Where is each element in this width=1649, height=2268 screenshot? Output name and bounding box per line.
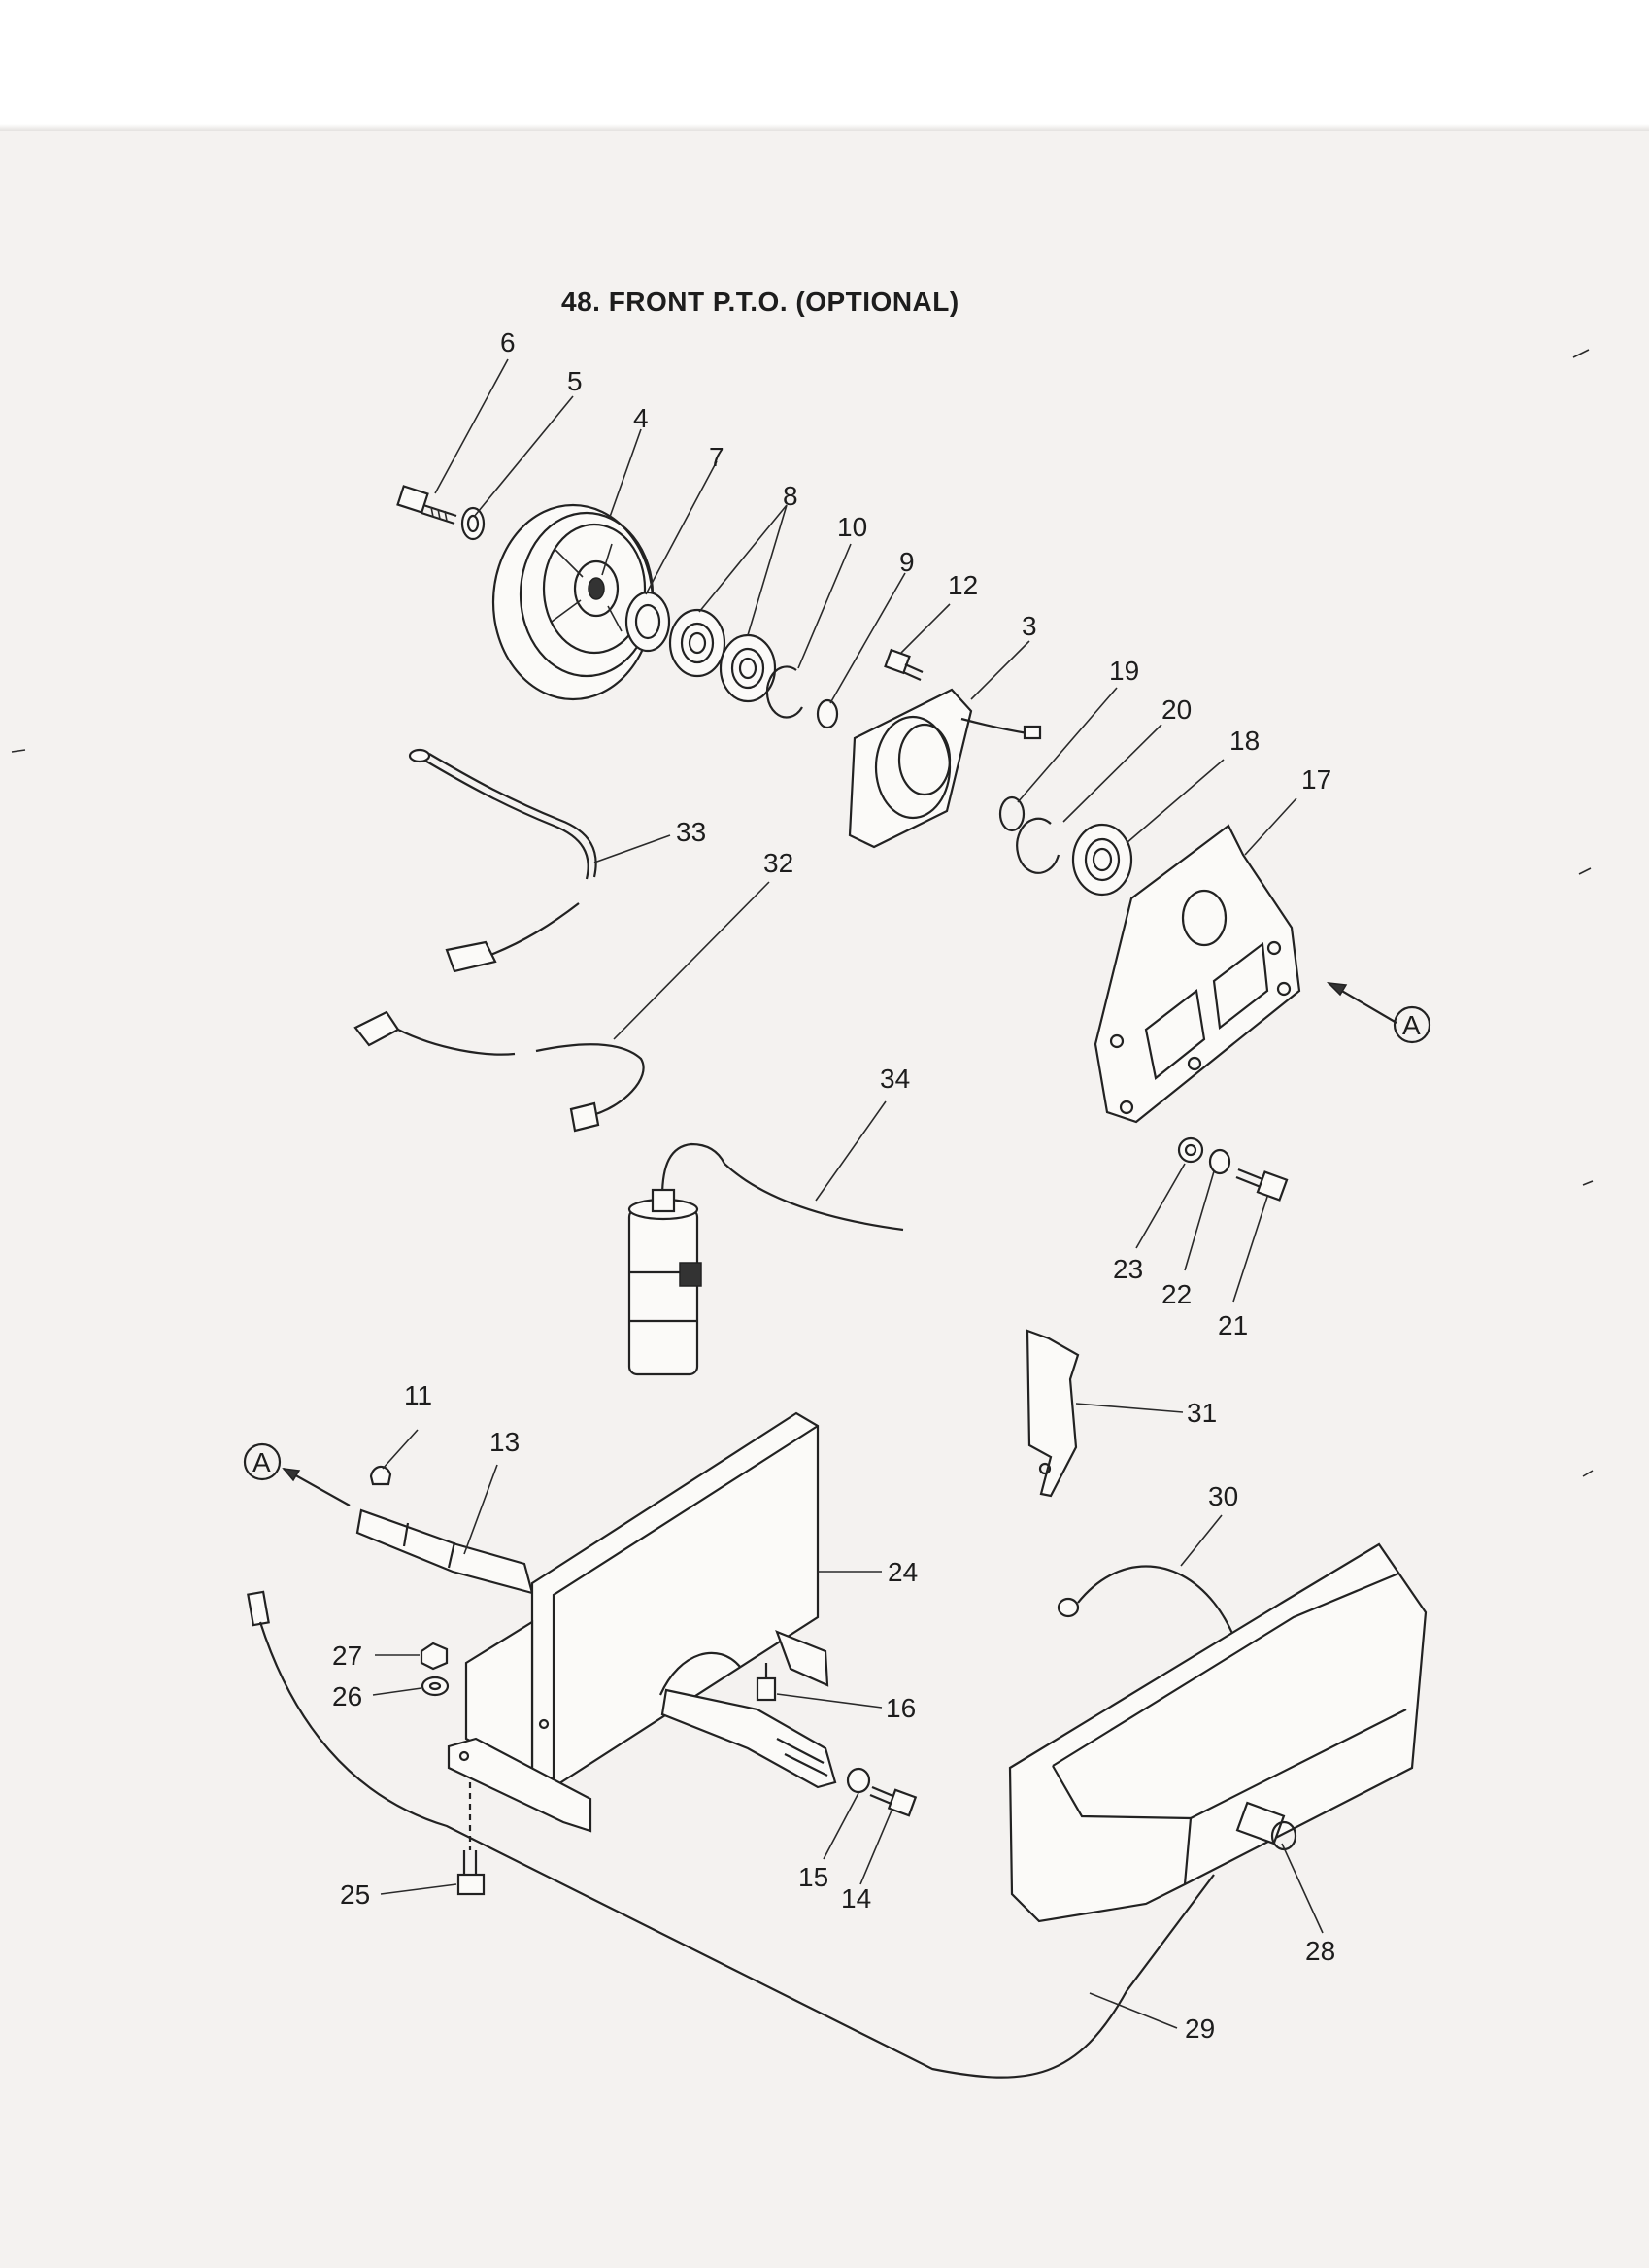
part-14-bolt	[869, 1785, 918, 1817]
part-34-solenoid	[627, 1142, 904, 1376]
callout-32: 32	[763, 848, 793, 878]
callout-labels: 6 5 4 7 8 10 9 12 3 19 20 18 17 33 32 34…	[332, 327, 1335, 2044]
callout-17: 17	[1301, 764, 1331, 795]
paper-sheet	[0, 131, 1649, 2268]
part-5-washer	[460, 506, 486, 541]
ref-arrow-a-left: A	[243, 1442, 351, 1506]
part-15-washer	[846, 1767, 871, 1794]
part-25-bolt	[456, 1782, 486, 1896]
part-7-seal	[624, 591, 671, 653]
part-29-wire	[247, 1590, 1215, 2079]
callout-22: 22	[1161, 1279, 1192, 1309]
callout-10: 10	[837, 512, 867, 542]
part-20-snap-ring	[1016, 817, 1060, 874]
callout-4: 4	[633, 403, 649, 433]
leader-lines	[372, 358, 1324, 2029]
callout-31: 31	[1187, 1398, 1217, 1428]
part-23-washer	[1177, 1136, 1204, 1164]
callout-3: 3	[1022, 611, 1037, 641]
callout-27: 27	[332, 1641, 362, 1671]
callout-13: 13	[489, 1427, 520, 1457]
ref-label-a-right: A	[1402, 1010, 1421, 1040]
callout-11: 11	[404, 1380, 432, 1410]
callout-5: 5	[567, 366, 583, 396]
callout-9: 9	[899, 547, 915, 577]
callout-8: 8	[783, 481, 798, 511]
callout-23: 23	[1113, 1254, 1143, 1284]
callout-18: 18	[1229, 726, 1260, 756]
callout-33: 33	[676, 817, 706, 847]
part-12-bolt	[884, 648, 924, 682]
part-32-cable	[353, 1010, 645, 1133]
part-10-snap-ring	[765, 665, 803, 719]
part-17-bracket	[1094, 824, 1301, 1124]
part-8-bearings	[668, 608, 777, 703]
callout-6: 6	[500, 327, 516, 357]
callout-20: 20	[1161, 694, 1192, 725]
callout-34: 34	[880, 1064, 910, 1094]
scan-marks	[11, 349, 1594, 1477]
part-4-pulley	[491, 503, 655, 701]
paper-edge	[0, 124, 1649, 134]
part-6-bolt	[396, 485, 457, 525]
part-22-lock-washer	[1208, 1148, 1231, 1175]
callout-25: 25	[340, 1879, 370, 1910]
callout-16: 16	[886, 1693, 916, 1723]
callout-19: 19	[1109, 656, 1139, 686]
part-3-housing	[848, 688, 1042, 849]
callout-12: 12	[948, 570, 978, 600]
callout-28: 28	[1305, 1936, 1335, 1966]
part-19-ring	[998, 795, 1026, 832]
ref-label-a-left: A	[252, 1447, 271, 1477]
callout-7: 7	[709, 442, 724, 472]
callout-26: 26	[332, 1681, 362, 1711]
part-28-switch-box	[1008, 1542, 1428, 1923]
part-21-bolt	[1235, 1168, 1289, 1202]
part-27-nut	[420, 1642, 449, 1671]
part-9-ring	[816, 698, 839, 729]
callout-15: 15	[798, 1862, 828, 1892]
part-31-clip	[1026, 1329, 1080, 1498]
callout-24: 24	[888, 1557, 918, 1587]
part-26-washer	[421, 1676, 450, 1697]
part-11-key	[369, 1465, 392, 1486]
ref-arrow-a-right: A	[1326, 982, 1431, 1044]
bottom-bracket	[447, 1737, 592, 1833]
callout-21: 21	[1218, 1310, 1248, 1340]
callout-29: 29	[1185, 2014, 1215, 2044]
part-13-shaft	[355, 1508, 534, 1595]
callout-14: 14	[841, 1883, 871, 1913]
diagram-title: 48. FRONT P.T.O. (OPTIONAL)	[561, 287, 959, 317]
part-18-bearing	[1071, 823, 1133, 897]
part-16-shaft-end	[660, 1663, 837, 1789]
callout-30: 30	[1208, 1481, 1238, 1511]
part-33-cable	[408, 748, 597, 973]
